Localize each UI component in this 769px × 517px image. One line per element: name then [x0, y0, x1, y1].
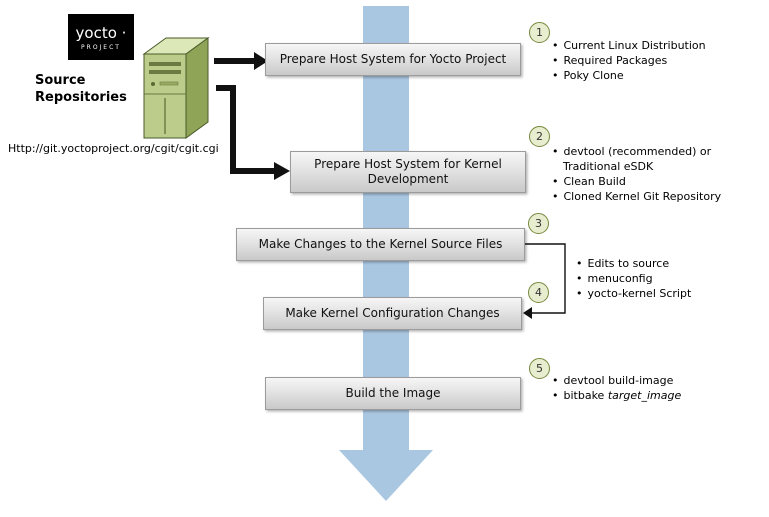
- bullet-text: Traditional eSDK: [563, 160, 654, 173]
- bullet-text: yocto-kernel Script: [587, 287, 692, 300]
- step-5-bullets: • devtool build-image • bitbake target_ima…: [552, 373, 747, 403]
- bullet-item: • devtool (recommended) or: [552, 144, 747, 159]
- bullet-item: • Edits to source: [576, 256, 741, 271]
- bullet-item: • devtool build-image: [552, 373, 747, 388]
- bullet-item: • yocto-kernel Script: [576, 286, 741, 301]
- step-box-2: Prepare Host System for Kernel Developme…: [290, 151, 526, 193]
- bullet-dot: •: [552, 54, 559, 67]
- bracket-steps-3-4: [523, 243, 566, 319]
- source-label-line1: Source: [35, 73, 86, 88]
- bullet-text: Edits to source: [587, 257, 670, 270]
- bullet-text: devtool (recommended) or: [563, 145, 712, 158]
- step-number-3-label: 3: [535, 217, 542, 230]
- step-number-4-label: 4: [535, 286, 542, 299]
- yocto-logo-subtitle: PROJECT: [81, 43, 121, 51]
- yocto-logo: yocto · PROJECT: [68, 14, 134, 60]
- bullet-text: Required Packages: [563, 54, 668, 67]
- step-1-title: Prepare Host System for Yocto Project: [279, 52, 507, 66]
- step-3-title: Make Changes to the Kernel Source Files: [258, 237, 503, 251]
- bullet-dot: •: [552, 69, 559, 82]
- bullet-item: • Clean Build: [552, 174, 747, 189]
- bullet-text: Cloned Kernel Git Repository: [563, 190, 722, 203]
- step-number-4: 4: [528, 282, 549, 303]
- bullet-dot: •: [552, 145, 559, 158]
- step-number-5: 5: [529, 358, 550, 379]
- bullet-dot: •: [576, 272, 583, 285]
- step-2-bullets: • devtool (recommended) or Traditional eS…: [552, 144, 747, 204]
- bullet-item: • Current Linux Distribution: [552, 38, 757, 53]
- bullet-dot: •: [552, 389, 559, 402]
- step-number-2: 2: [529, 126, 550, 147]
- bullet-item: • menuconfig: [576, 271, 741, 286]
- step-number-3: 3: [528, 213, 549, 234]
- step-4-title: Make Kernel Configuration Changes: [285, 306, 500, 320]
- step-number-1-label: 1: [536, 26, 543, 39]
- repository-url: Http://git.yoctoproject.org/cgit/cgit.cg…: [8, 142, 219, 155]
- bullet-dot: •: [552, 190, 559, 203]
- source-repositories-label: Source Repositories: [35, 72, 127, 106]
- steps-3-4-shared-bullets: • Edits to source • menuconfig • yocto-kern…: [576, 256, 741, 301]
- bullet-item: • Required Packages: [552, 53, 757, 68]
- bullet-item: • Poky Clone: [552, 68, 757, 83]
- bullet-dot: •: [576, 287, 583, 300]
- step-2-title: Prepare Host System for Kernel Developme…: [314, 157, 502, 186]
- arrow-to-step1: [214, 52, 268, 70]
- bullet-text: Clean Build: [563, 175, 626, 188]
- step-1-bullets: • Current Linux Distribution • Required Pa…: [552, 38, 757, 83]
- bullet-item: • bitbake target_image: [552, 388, 747, 403]
- step-box-3: Make Changes to the Kernel Source Files: [236, 228, 525, 261]
- step-5-title: Build the Image: [345, 386, 441, 400]
- step-box-5: Build the Image: [265, 377, 521, 410]
- bullet-item: • Cloned Kernel Git Repository: [552, 189, 747, 204]
- yocto-logo-brand: yocto ·: [75, 23, 127, 42]
- bullet-text-normal: bitbake: [563, 389, 608, 402]
- step-number-2-label: 2: [536, 130, 543, 143]
- step-box-1: Prepare Host System for Yocto Project: [265, 43, 521, 76]
- bullet-dot: •: [576, 257, 583, 270]
- step-number-5-label: 5: [536, 362, 543, 375]
- bullet-text-italic: target_image: [607, 389, 682, 402]
- bullet-dot: •: [552, 175, 559, 188]
- source-label-line2: Repositories: [35, 90, 127, 105]
- bullet-dot: •: [552, 39, 559, 52]
- bullet-text: Poky Clone: [563, 69, 624, 82]
- bullet-text: devtool build-image: [563, 374, 674, 387]
- bullet-text: menuconfig: [587, 272, 653, 285]
- bullet-item-continuation: Traditional eSDK: [552, 159, 747, 174]
- server-icon: [142, 37, 210, 139]
- step-number-1: 1: [529, 22, 550, 43]
- bullet-text: Current Linux Distribution: [563, 39, 706, 52]
- bullet-text: bitbake target_image: [564, 388, 682, 403]
- step-box-4: Make Kernel Configuration Changes: [263, 297, 522, 330]
- arrow-to-step2: [216, 85, 290, 180]
- bullet-dot: •: [552, 374, 559, 387]
